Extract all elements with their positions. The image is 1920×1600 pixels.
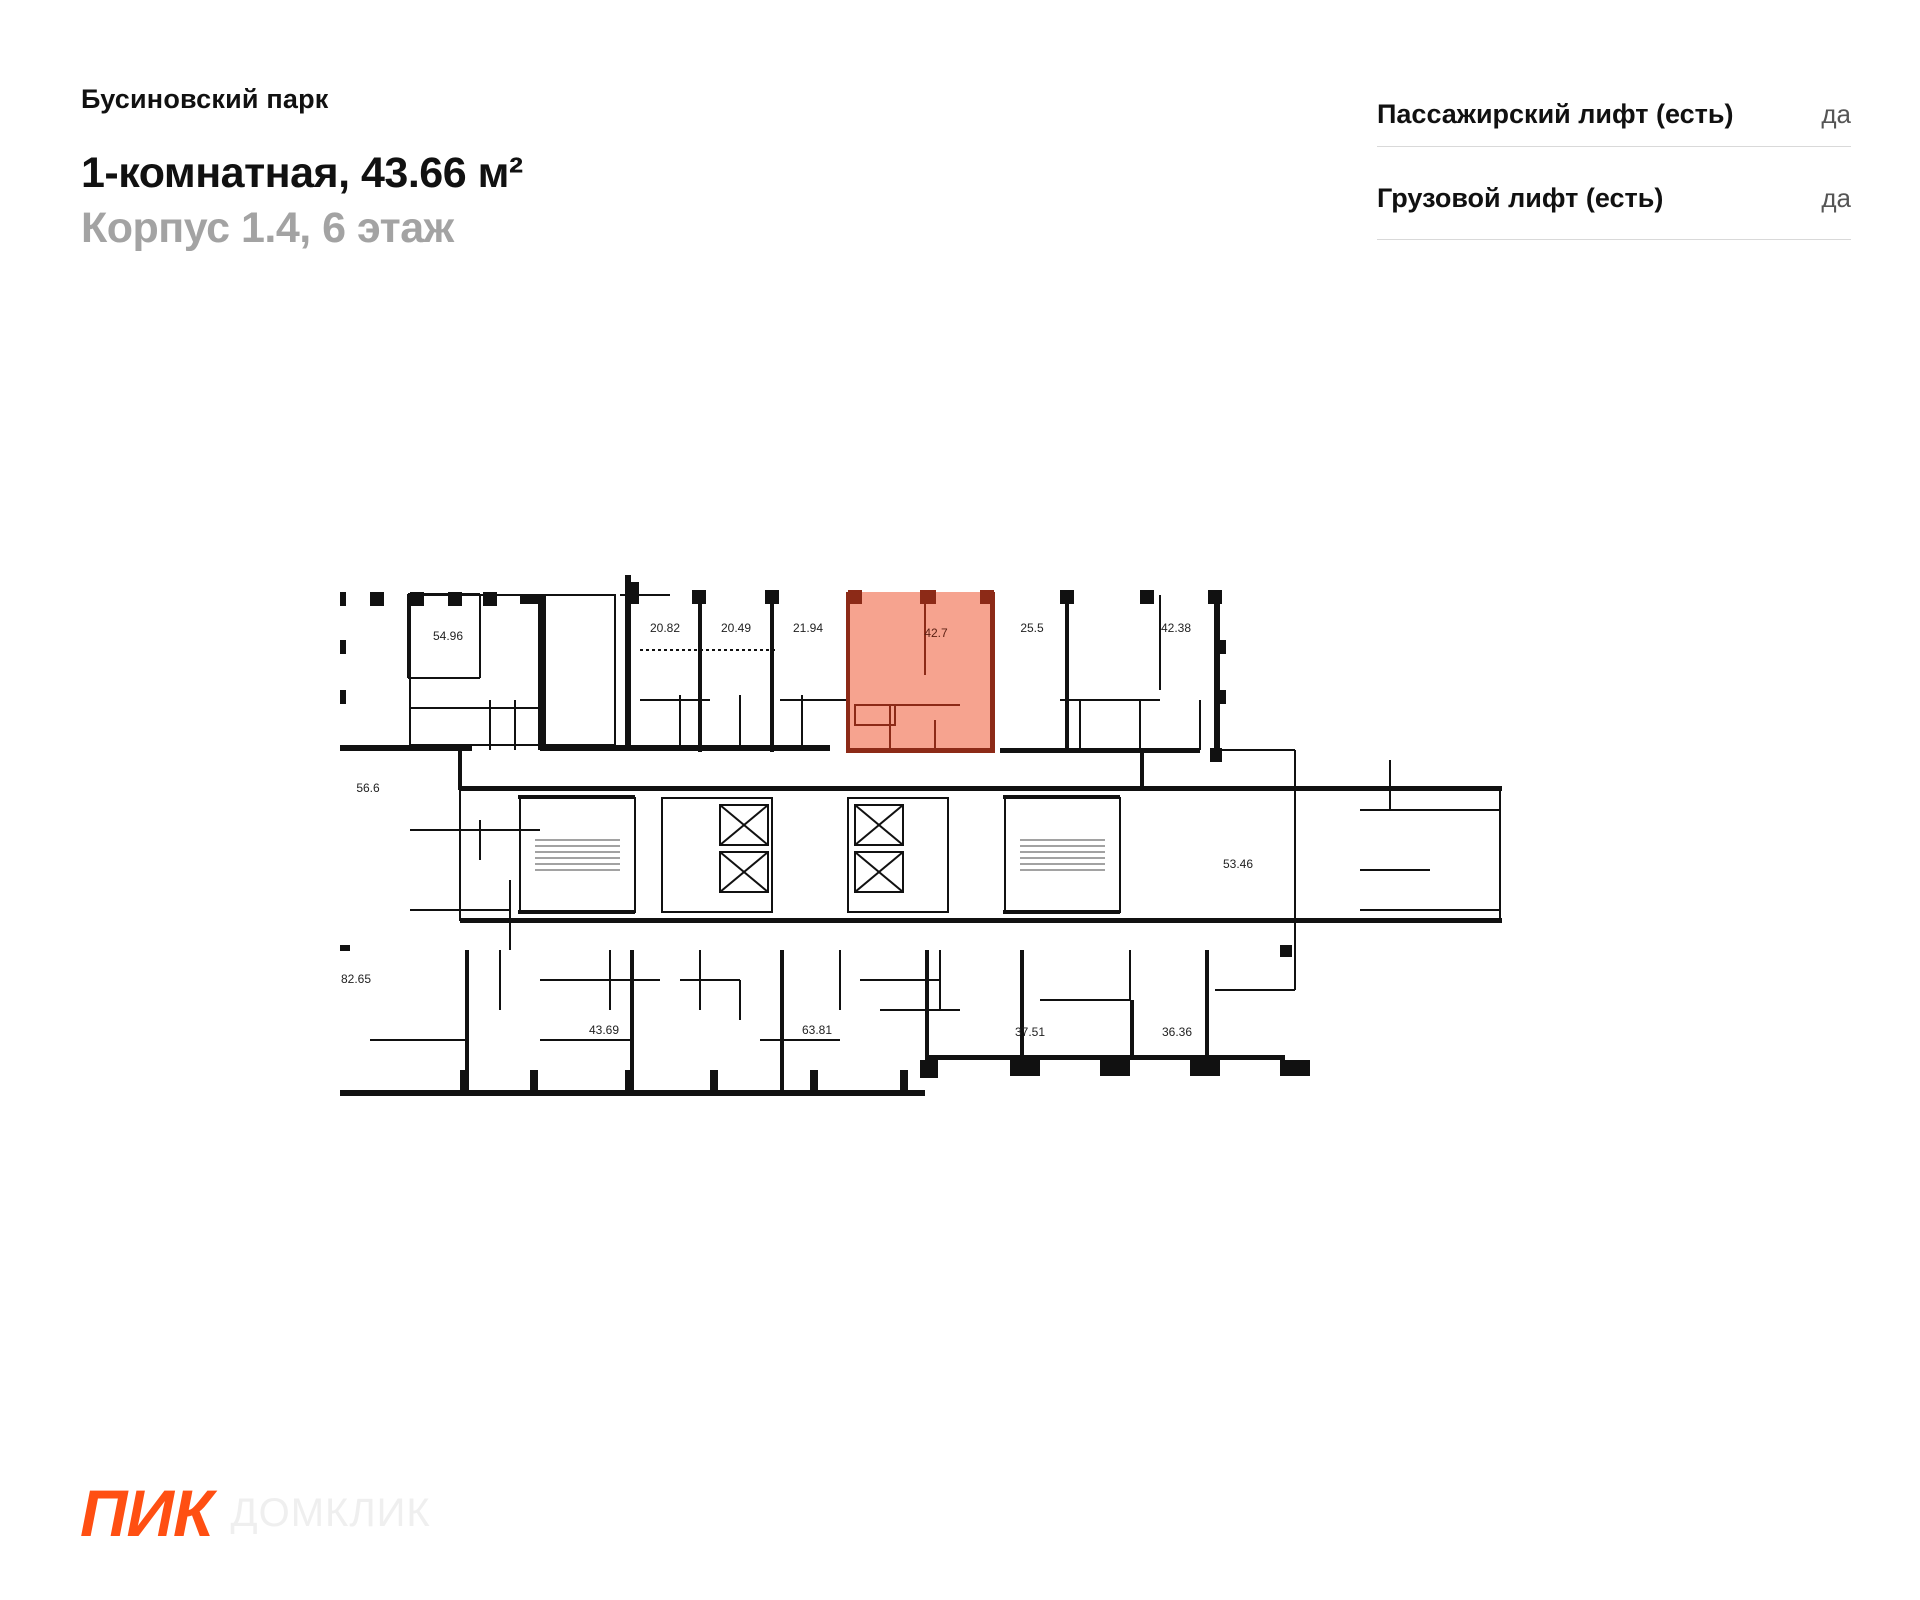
area-label: 82.65 <box>341 972 371 986</box>
features-list: Пассажирский лифт (есть) да Грузовой лиф… <box>1377 68 1851 240</box>
area-label: 56.6 <box>356 781 380 795</box>
feature-value: да <box>1821 182 1851 213</box>
pik-logo: ПИК <box>80 1476 214 1550</box>
selected-area-label: 42.7 <box>924 626 948 640</box>
feature-passenger-lift: Пассажирский лифт (есть) да <box>1377 68 1851 147</box>
feature-label: Пассажирский лифт (есть) <box>1377 98 1734 129</box>
area-label: 25.5 <box>1020 621 1044 635</box>
area-label: 43.69 <box>589 1023 619 1037</box>
structural-walls <box>340 575 1502 1096</box>
brand: ПИК ДОМКЛИК <box>80 1475 431 1551</box>
area-label: 63.81 <box>802 1023 832 1037</box>
area-label: 20.82 <box>650 621 680 635</box>
feature-value: да <box>1821 98 1851 129</box>
area-label: 20.49 <box>721 621 751 635</box>
building-floor: Корпус 1.4, 6 этаж <box>81 204 454 252</box>
domclick-watermark: ДОМКЛИК <box>230 1490 431 1535</box>
project-name: Бусиновский парк <box>81 84 329 114</box>
listing-header: Бусиновский парк 1-комнатная, 43.66 м² К… <box>81 84 523 253</box>
floor-plan: 42.7 <box>340 540 1590 1190</box>
selected-apartment: 42.7 <box>846 590 995 753</box>
apartment-title: 1-комнатная, 43.66 м² <box>81 149 523 197</box>
feature-label: Грузовой лифт (есть) <box>1377 182 1664 213</box>
room-labels: 54.96 20.82 20.49 21.94 25.5 42.38 56.6 … <box>341 621 1253 1039</box>
feature-freight-lift: Грузовой лифт (есть) да <box>1377 147 1851 240</box>
area-label: 37.51 <box>1015 1025 1045 1039</box>
area-label: 21.94 <box>793 621 823 635</box>
area-label: 42.38 <box>1161 621 1191 635</box>
area-label: 36.36 <box>1162 1025 1192 1039</box>
area-label: 54.96 <box>433 629 463 643</box>
floor-plan-drawing: 42.7 <box>340 575 1502 1096</box>
area-label: 53.46 <box>1223 857 1253 871</box>
